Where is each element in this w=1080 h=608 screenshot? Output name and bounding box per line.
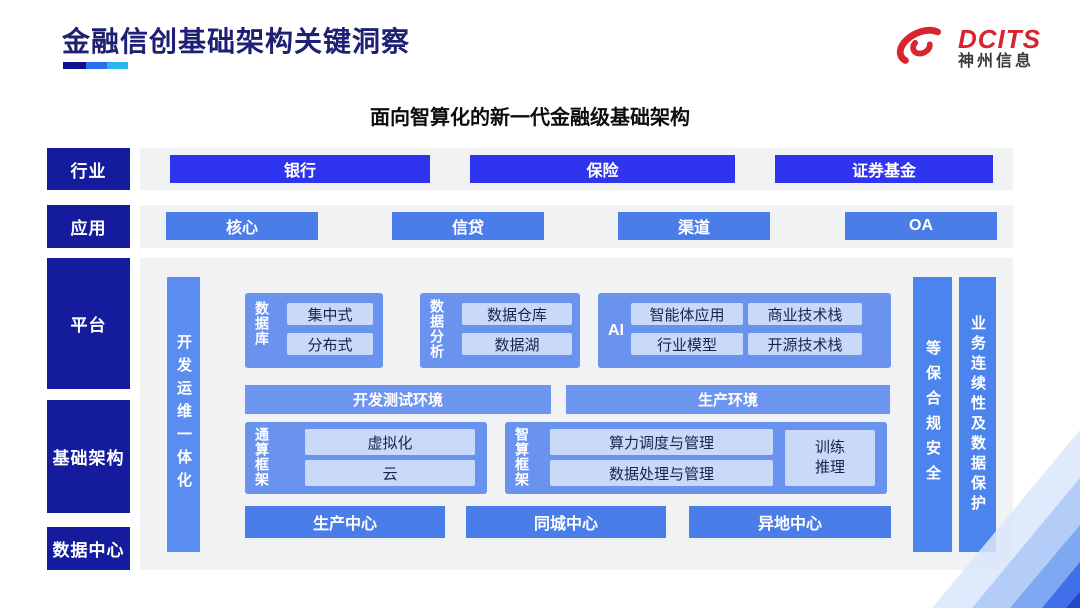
title-accent-bar: [63, 62, 128, 69]
application-item-core: 核心: [166, 212, 318, 240]
center-production: 生产中心: [245, 506, 445, 538]
analytics-item-warehouse: 数据仓库: [462, 303, 572, 325]
analytics-group: 数据分析 数据仓库 数据湖: [420, 293, 580, 368]
database-group: 数据库 集中式 分布式: [245, 293, 383, 368]
devops-vertical-bar: 开发运维一体化: [167, 277, 200, 552]
general-compute-group: 通算框架 虚拟化 云: [245, 422, 487, 494]
logo-company-name: 神州信息: [958, 52, 1035, 70]
side-label-application: 应用: [47, 205, 130, 248]
intelligent-compute-label: 智算框架: [514, 427, 530, 487]
intelligent-compute-item-dataproc: 数据处理与管理: [550, 460, 773, 486]
diagram-subtitle: 面向智算化的新一代金融级基础架构: [370, 107, 690, 129]
devops-bar-label: 开发运维一体化: [175, 334, 192, 495]
industry-item-insurance: 保险: [470, 155, 735, 183]
continuity-bar-label: 业务连续性及数据保护: [969, 314, 986, 515]
dcits-logo: DCITS 神州信息: [893, 20, 1041, 77]
page-title: 金融信创基础架构关键洞察: [62, 26, 411, 57]
ai-group-label: AI: [608, 321, 624, 339]
industry-item-securities: 证券基金: [775, 155, 993, 183]
application-item-oa: OA: [845, 212, 997, 240]
ai-item-industry-model: 行业模型: [631, 333, 743, 355]
intelligent-compute-group: 智算框架 算力调度与管理 数据处理与管理 训练推理: [505, 422, 887, 494]
side-label-datacenter: 数据中心: [47, 527, 130, 570]
database-item-centralized: 集中式: [287, 303, 373, 325]
side-label-infrastructure: 基础架构: [47, 400, 130, 513]
analytics-group-label: 数据分析: [429, 299, 445, 359]
logo-brand-name: DCITS: [958, 24, 1041, 55]
application-item-channel: 渠道: [618, 212, 770, 240]
center-remote: 异地中心: [689, 506, 891, 538]
analytics-item-lake: 数据湖: [462, 333, 572, 355]
dcits-swirl-icon: [893, 20, 951, 77]
general-compute-item-cloud: 云: [305, 460, 475, 486]
security-vertical-bar: 等保合规安全: [913, 277, 952, 552]
side-label-platform: 平台: [47, 258, 130, 389]
intelligent-compute-item-scheduling: 算力调度与管理: [550, 429, 773, 455]
production-env-bar: 生产环境: [566, 385, 890, 414]
continuity-vertical-bar: 业务连续性及数据保护: [959, 277, 996, 552]
general-compute-label: 通算框架: [254, 427, 270, 487]
database-group-label: 数据库: [254, 301, 270, 346]
ai-group: AI 智能体应用 商业技术栈 行业模型 开源技术栈: [598, 293, 891, 368]
application-item-credit: 信贷: [392, 212, 544, 240]
accent-segment: [86, 62, 107, 69]
dev-test-env-bar: 开发测试环境: [245, 385, 551, 414]
ai-item-commercial-stack: 商业技术栈: [748, 303, 862, 325]
industry-item-bank: 银行: [170, 155, 430, 183]
ai-item-opensource-stack: 开源技术栈: [748, 333, 862, 355]
accent-segment: [107, 62, 128, 69]
security-bar-label: 等保合规安全: [924, 339, 941, 490]
ai-item-agent-app: 智能体应用: [631, 303, 743, 325]
center-same-city: 同城中心: [466, 506, 666, 538]
database-item-distributed: 分布式: [287, 333, 373, 355]
general-compute-item-virtualization: 虚拟化: [305, 429, 475, 455]
accent-segment: [63, 62, 86, 69]
side-label-industry: 行业: [47, 148, 130, 190]
intelligent-compute-train-infer-box: 训练推理: [785, 430, 875, 486]
